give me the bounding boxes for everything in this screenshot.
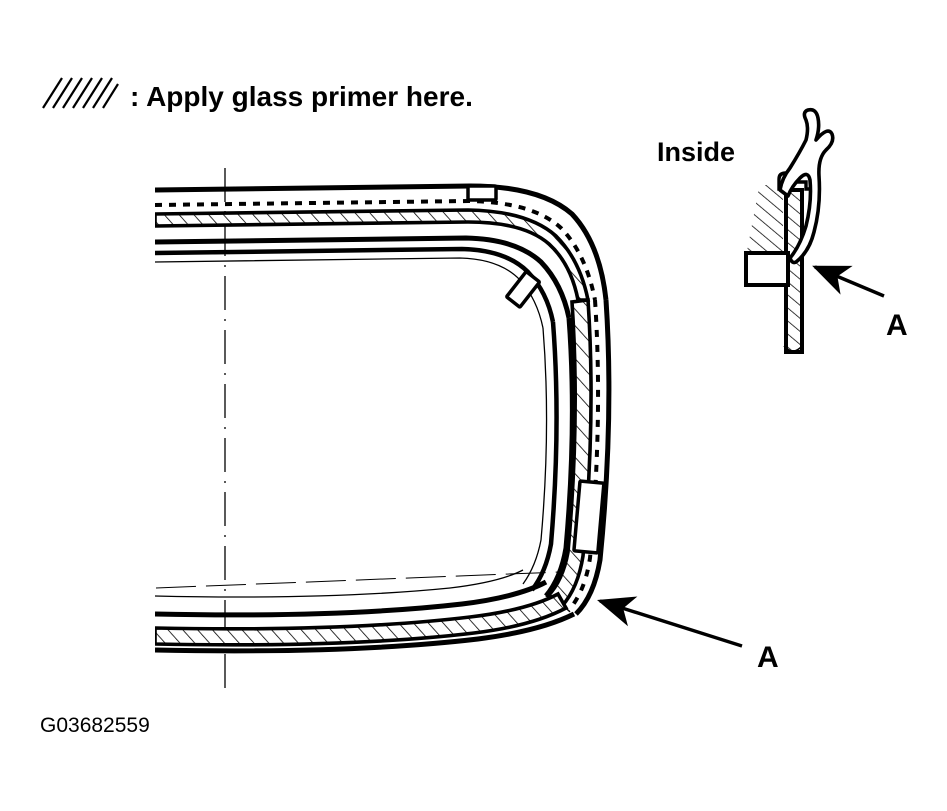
- clip-lower-pillar: [572, 479, 606, 555]
- glass-pane: [784, 188, 804, 354]
- primer-band-bottom: [155, 591, 569, 647]
- horizontal-construction-line: [155, 571, 561, 589]
- hatch-pattern-swatch: [42, 77, 119, 109]
- callout-label-a-section: A: [886, 309, 908, 342]
- legend-text: : Apply glass primer here.: [130, 81, 473, 112]
- clip-top-right: [466, 184, 498, 202]
- windshield-half-view: [155, 168, 612, 696]
- callout-arrow-a-main: [597, 596, 743, 648]
- glass-opening-outline-right: [522, 327, 548, 585]
- outer-frame-edge-bottom: [155, 611, 576, 654]
- clip-upper-pillar: [505, 270, 541, 309]
- inside-label: Inside: [657, 137, 735, 167]
- outer-frame-edge-top: [155, 183, 609, 301]
- spacer-block: [744, 251, 790, 287]
- inner-frame-line-right: [544, 317, 575, 598]
- inner-frame-line-bottom: [155, 579, 548, 618]
- sealant-bead-line-right: [566, 299, 601, 613]
- sealant-bead-line-top: [155, 198, 597, 301]
- callout-label-a-main: A: [757, 641, 779, 674]
- figure-id: G03682559: [40, 714, 150, 737]
- inner-frame-line-top: [155, 235, 572, 319]
- legend: : Apply glass primer here.: [42, 77, 473, 112]
- glass-break-line: [783, 345, 803, 352]
- weatherstrip-molding: [778, 107, 835, 265]
- glass-opening-outline-bottom: [155, 569, 524, 598]
- callout-arrow-a-section: [812, 265, 885, 298]
- inner-frame-line-right-2: [530, 321, 559, 592]
- section-a-a-detail: Inside A: [657, 107, 908, 354]
- outer-frame-edge-right: [574, 299, 612, 616]
